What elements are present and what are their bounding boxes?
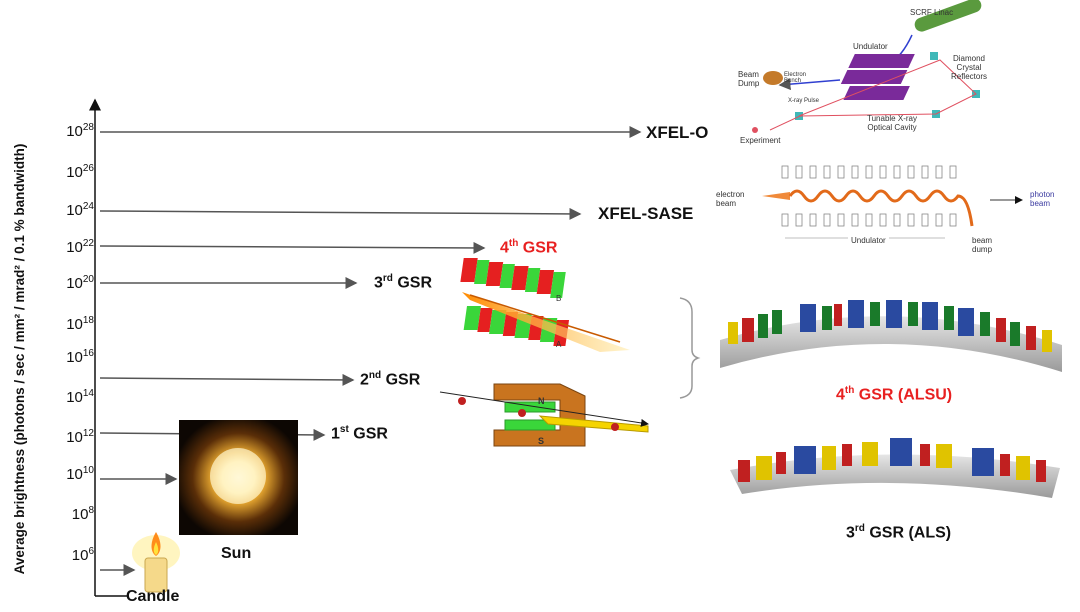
y-tick-label: 1014: [66, 388, 94, 406]
magnet-south: S: [538, 436, 545, 446]
gsr1-label: 1st GSR: [331, 424, 388, 443]
electron-bunch-label: Electron Bunch: [784, 72, 807, 84]
sun-label: Sun: [221, 545, 252, 562]
candle-icon: [132, 532, 180, 593]
als-caption: 3rd GSR (ALS): [846, 523, 952, 542]
dipole-magnet: [439, 383, 649, 447]
xray-pulse-label: X-ray Pulse: [788, 98, 820, 104]
xfel-sase-arrow: [99, 207, 582, 220]
xfel-o-label: XFEL-O: [646, 123, 709, 142]
y-tick-label: 1028: [66, 122, 94, 140]
lattice-b: B: [556, 294, 562, 303]
alsu-ring-photo: [720, 300, 1062, 372]
diamond-label: Diamond Crystal Reflectors: [950, 54, 987, 81]
y-tick-label: 108: [71, 505, 94, 523]
y-tick-label: 1020: [66, 274, 94, 292]
magnet-north: N: [538, 396, 545, 406]
y-tick-label: 1018: [66, 315, 94, 333]
als-ring-photo: [730, 438, 1060, 498]
lattice-magnets: [460, 258, 630, 352]
experiment-label: Experiment: [740, 136, 781, 145]
y-tick-label: 1016: [66, 348, 94, 366]
beam-dump-label-top: Beam Dump: [738, 70, 760, 88]
xfel-sase-label: XFEL-SASE: [598, 204, 694, 223]
y-tick-label: 1022: [66, 238, 94, 256]
alsu-caption: 4th GSR (ALSU): [836, 385, 953, 404]
cavity-label: Tunable X-ray Optical Cavity: [867, 114, 917, 132]
y-tick-label: 1024: [66, 201, 94, 219]
y-tick-label: 106: [71, 546, 94, 564]
sase-beam-dump-label: beam dump: [972, 236, 993, 254]
y-axis-label: Average brightness (photons / sec / mm² …: [12, 143, 27, 575]
gsr2-label: 2nd GSR: [360, 370, 421, 389]
candle-label: Candle: [126, 588, 180, 605]
y-tick-label: 1012: [66, 428, 94, 446]
xfel-o-schematic: [752, 0, 982, 133]
gsr3-label: 3rd GSR: [374, 273, 433, 292]
y-tick-label: 1026: [66, 163, 94, 181]
sase-undulator-label: Undulator: [848, 236, 889, 245]
gsr2-arrow: [99, 373, 355, 386]
sase-schematic: [762, 165, 1023, 239]
sun-image: [179, 420, 298, 535]
lattice-a: A: [556, 340, 562, 349]
gsr4-arrow: [99, 241, 486, 254]
bracket: [679, 297, 701, 399]
gsr4-label: 4th GSR: [500, 238, 558, 257]
y-tick-label: 1010: [66, 465, 94, 483]
electron-beam-label: electron beam: [716, 190, 745, 208]
scrf-linac-label: SCRF Linac: [910, 8, 954, 17]
photon-beam-label: photon beam: [1030, 190, 1055, 208]
undulator-label-top: Undulator: [853, 42, 888, 51]
